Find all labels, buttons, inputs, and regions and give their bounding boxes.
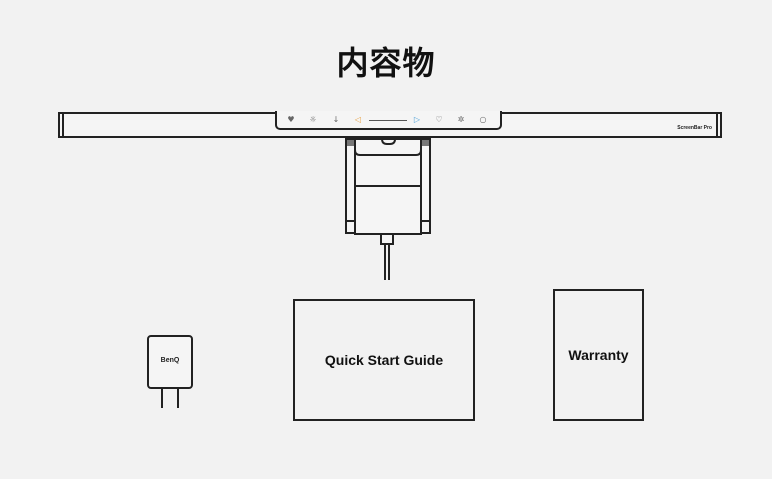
clamp-notch bbox=[381, 138, 396, 145]
light-bar-endcap-right bbox=[716, 112, 718, 138]
adapter-prong-right bbox=[177, 389, 179, 408]
adapter-prong-left bbox=[161, 389, 163, 408]
cable-connector bbox=[380, 233, 394, 245]
power-icon: ○ bbox=[479, 115, 487, 124]
favorite-icon: ♡ bbox=[435, 115, 443, 124]
quick-start-guide: Quick Start Guide bbox=[293, 299, 475, 421]
clamp-arm-left bbox=[345, 138, 356, 234]
warranty-label: Warranty bbox=[568, 347, 629, 363]
adapter-logo: BenQ bbox=[160, 357, 180, 364]
warranty-card: Warranty bbox=[553, 289, 644, 421]
color-temp-slider bbox=[369, 120, 407, 121]
brightness-icon: ☼ bbox=[309, 115, 317, 124]
monitor-clamp bbox=[345, 138, 431, 280]
light-bar-endcap-left bbox=[62, 112, 64, 138]
warm-arrow-icon: ◁ bbox=[354, 115, 362, 124]
model-label: ScreenBar Pro bbox=[677, 125, 712, 131]
power-adapter bbox=[147, 335, 193, 389]
settings-icon: ✲ bbox=[457, 115, 465, 124]
clamp-arm-right bbox=[420, 138, 431, 234]
auto-dimming-icon: ♥ bbox=[287, 115, 295, 124]
clamp-top-lip bbox=[354, 139, 422, 156]
color-temp-icon: ↓ bbox=[332, 115, 340, 124]
page-title: 内容物 bbox=[336, 44, 436, 82]
quick-start-guide-label: Quick Start Guide bbox=[324, 352, 444, 368]
cool-arrow-icon: ▷ bbox=[413, 115, 421, 124]
